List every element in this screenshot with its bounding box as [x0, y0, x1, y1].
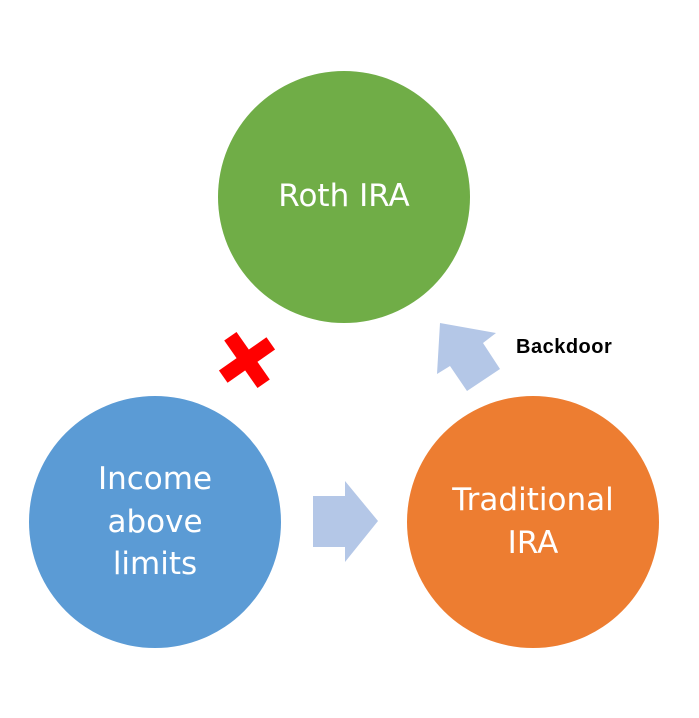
traditional-ira-node: Traditional IRA: [407, 396, 659, 648]
income-label-line-3: limits: [112, 546, 198, 583]
traditional-label-line-2: IRA: [507, 525, 559, 561]
arrow-right-icon: [313, 481, 378, 562]
income-above-limits-node: Income above limits: [29, 396, 281, 648]
traditional-label-line-1: Traditional: [452, 482, 614, 519]
roth-ira-label: Roth IRA: [278, 177, 410, 214]
income-label-line-2: above: [107, 503, 203, 540]
roth-ira-node: Roth IRA: [218, 71, 470, 323]
income-label-line-1: Income: [97, 460, 213, 497]
arrow-up-left-icon: [437, 323, 500, 391]
cross-icon: [218, 331, 276, 389]
backdoor-label: Backdoor: [516, 336, 613, 358]
